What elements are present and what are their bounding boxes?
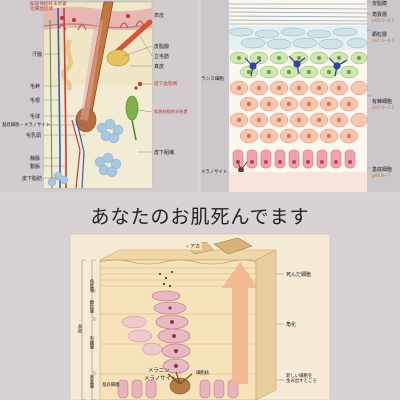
dead-skin-svg [69, 233, 331, 400]
label-dead-cells: 死んだ細胞 [286, 272, 312, 278]
sebaceous-gland [106, 49, 130, 67]
label-nerve-ending-right: 知覚神経終末装置 [154, 109, 188, 114]
label-stratum-corneum: 角質層 [372, 12, 388, 18]
block-top [99, 249, 277, 261]
label-epidermis-group: 表皮 [77, 324, 82, 333]
label-layer-granular: 顆粒層 [89, 300, 94, 314]
label-ph-basal: pH6.8〜7 [372, 173, 391, 178]
label-aka: アカ [188, 243, 203, 250]
label-melanocyte-inner: メラノサイト [144, 376, 177, 382]
label-nerve-ending-top: 知覚神経終末装置 [30, 2, 67, 7]
label-subcutaneous-tissue: 皮下組織 [154, 150, 175, 156]
flaking-scale [213, 237, 253, 255]
label-new-cells: 新しい細胞を 生み出すところ [286, 374, 317, 385]
label-ph-corneum: pH5.5〜6.5 [372, 18, 395, 23]
label-spinous-cells: 有棘細胞 [372, 99, 393, 105]
panel-title: あなたのお肌死んでます [90, 206, 310, 228]
epidermis-layers-svg [201, 0, 400, 192]
label-basal-cells: 基底細胞 [372, 167, 393, 173]
upward-arrow [222, 262, 258, 384]
nuclei-green [237, 56, 361, 74]
skin-cross-section-svg [0, 0, 198, 192]
label-subcutaneous-fat: 皮下脂肪 [22, 176, 43, 182]
label-layer-basal: 基底層 [89, 375, 94, 389]
label-langerhans: ランス細胞 [201, 77, 224, 82]
melanin-dots [159, 271, 173, 287]
nerve-corpuscle [125, 95, 139, 121]
label-capillary-net: 毛細血管網 [30, 7, 53, 13]
label-subcutaneous-vessels: 皮下血管網 [154, 82, 177, 87]
skin-cross-section-panel: 知覚神経終末装置 毛細血管網 表皮 汗腺 毛幹 毛根 毛球 基底細胞・メラノサイ… [0, 0, 198, 192]
label-vein: 静脈 [30, 156, 41, 162]
granular-cells [228, 27, 368, 50]
label-ph-granular: pH5.5〜6.5 [372, 38, 395, 43]
label-hair-bulb: 毛球 [30, 114, 41, 120]
label-granular-layer: 顆粒層 [372, 32, 388, 38]
sweat-gland [61, 38, 74, 92]
melanocyte-base [169, 377, 191, 395]
label-basal-melanocyte: 基底細胞・メラノサイト [2, 123, 51, 128]
label-layer-corneum: 角質層 [89, 279, 94, 293]
label-artery: 動脈 [30, 164, 41, 170]
dead-skin-panel: あなたのお肌死んでます [0, 194, 400, 400]
nuclei-orange [236, 85, 352, 139]
label-ph-spinous: pH7.4〜7.5 [372, 105, 395, 110]
langerhans-cells [244, 55, 348, 77]
label-sweat-gland: 汗腺 [32, 52, 43, 58]
epidermis-layers-panel: 皮脂膜 角質層 pH5.5〜6.5 顆粒層 pH5.5〜6.5 有棘細胞 pH7… [201, 0, 400, 192]
label-hair-shaft: 毛幹 [30, 84, 41, 90]
block-side [255, 249, 277, 400]
label-sebum-film: 皮脂膜 [372, 1, 388, 7]
label-basal-cell-tag: 基底細胞 [102, 383, 120, 388]
label-cell-nucleus: 細胞核 [196, 371, 210, 376]
stratum-corneum [228, 3, 368, 25]
label-melanin: メラニン [148, 368, 170, 374]
label-epidermis: 表皮 [154, 13, 165, 19]
label-keratinization: 角化 [286, 322, 297, 328]
epidermis-band [44, 6, 152, 32]
fat-cell-cluster [47, 118, 124, 187]
label-arrector-pili: 立毛筋 [154, 54, 170, 60]
label-layer-spinous: 有棘層 [89, 336, 94, 350]
spinous-cells-upper [229, 51, 368, 79]
basal-cells [232, 149, 356, 169]
label-sebaceous-gland: 皮脂腺 [154, 44, 170, 50]
artery-line [63, 7, 67, 188]
label-dermal-papilla: 毛乳頭 [26, 133, 42, 139]
label-hair-root: 毛根 [30, 98, 41, 104]
label-melanocyte: メラノサイト [201, 170, 228, 175]
label-dermis: 真皮 [154, 64, 165, 70]
